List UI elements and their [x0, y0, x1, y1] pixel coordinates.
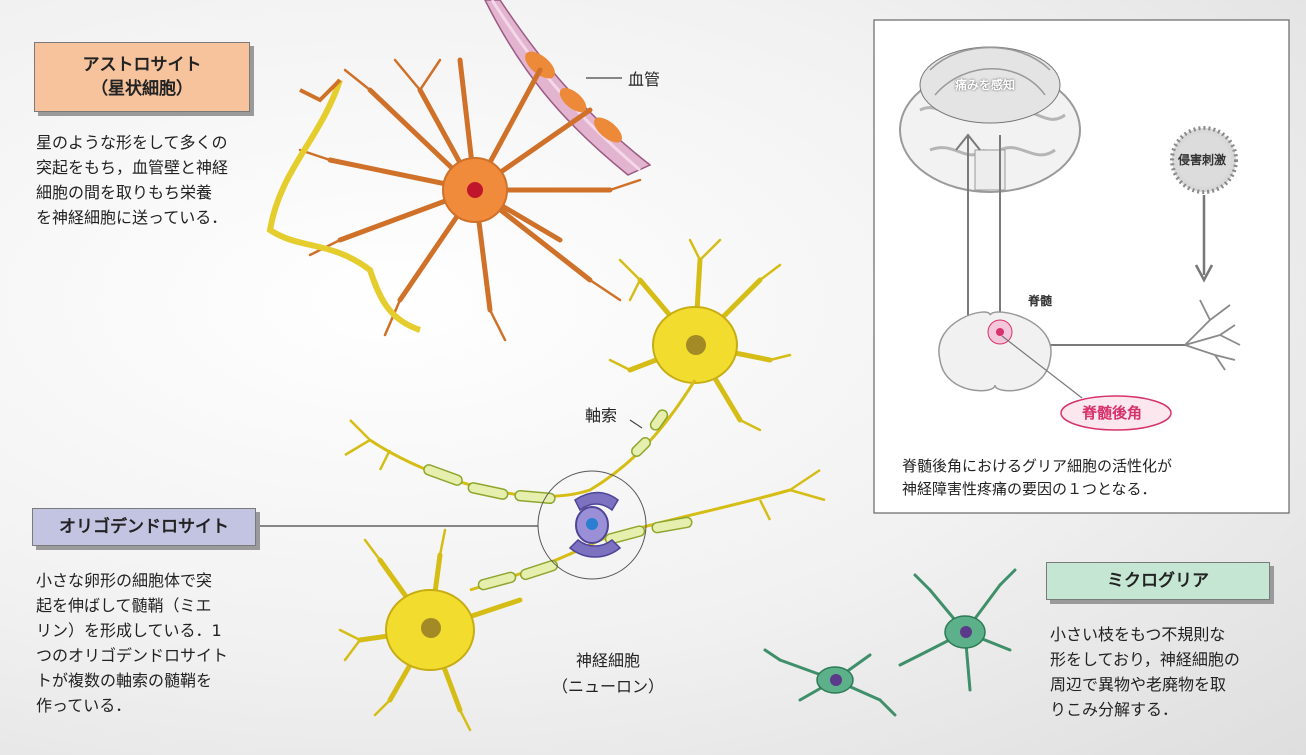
inset-caption-line: 神経障害性疼痛の要因の１つとなる．: [902, 478, 1172, 501]
noxious-stimulus-label: 侵害刺激: [1178, 151, 1226, 168]
oligo-desc-line: リン）を形成している．1: [36, 618, 228, 643]
oligo-desc-line: 小さな卵形の細胞体で突: [36, 568, 228, 593]
oligodendrocyte-description: 小さな卵形の細胞体で突 起を伸ばして髄鞘（ミエ リン）を形成している．1 つのオ…: [36, 568, 228, 718]
axon-leader-line: [630, 420, 642, 428]
oligo-desc-line: トが複数の軸索の髄鞘を: [36, 668, 228, 693]
astrocyte-desc-line: 突起をもち，血管壁と神経: [36, 155, 228, 180]
microglia-description: 小さい枝をもつ不規則な 形をしており，神経細胞の 周辺で異物や老廃物を取 りこみ…: [1050, 622, 1240, 722]
axon-label: 軸索: [585, 402, 617, 426]
astrocyte-desc-line: 星のような形をして多くの: [36, 130, 228, 155]
microglia-desc-line: りこみ分解する．: [1050, 697, 1240, 722]
oligo-desc-line: つのオリゴデンドロサイト: [36, 643, 228, 668]
astrocyte-title: アストロサイト: [83, 53, 202, 77]
spinal-cord-illustration: [939, 312, 1051, 391]
astrocyte-label-box: アストロサイト （星状細胞）: [34, 42, 250, 112]
astrocyte-subtitle: （星状細胞）: [91, 77, 193, 101]
neuron-label-line: （ニューロン）: [548, 674, 668, 700]
blood-vessel: [485, 0, 650, 175]
oligodendrocyte-label-box: オリゴデンドロサイト: [32, 508, 256, 546]
astrocyte-desc-line: 細胞の間を取りもち栄養: [36, 180, 228, 205]
microglia-desc-line: 周辺で異物や老廃物を取: [1050, 672, 1240, 697]
blood-vessel-label: 血管: [628, 66, 660, 90]
microglia-desc-line: 形をしており，神経細胞の: [1050, 647, 1240, 672]
oligodendrocyte-title: オリゴデンドロサイト: [59, 515, 229, 539]
microglia-title: ミクログリア: [1107, 569, 1209, 593]
inset-caption-line: 脊髄後角におけるグリア細胞の活性化が: [902, 455, 1172, 478]
microglia-desc-line: 小さい枝をもつ不規則な: [1050, 622, 1240, 647]
axon-upper: [345, 380, 695, 504]
astrocyte-description: 星のような形をして多くの 突起をもち，血管壁と神経 細胞の間を取りもち栄養 を神…: [36, 130, 228, 230]
neuron-label: 神経細胞 （ニューロン）: [548, 648, 668, 700]
oligo-desc-line: 作っている．: [36, 693, 228, 718]
spinal-cord-label: 脊髄: [1028, 292, 1052, 309]
dorsal-horn-label: 脊髄後角: [1082, 402, 1142, 423]
astrocyte-nucleus: [467, 182, 483, 198]
microglia-cells: [765, 570, 1015, 715]
microglia-label-box: ミクログリア: [1046, 562, 1270, 600]
neuron-bottom: [340, 530, 520, 730]
pain-perception-label: 痛みを感知: [955, 76, 1015, 93]
inset-caption: 脊髄後角におけるグリア細胞の活性化が 神経障害性疼痛の要因の１つとなる．: [902, 455, 1172, 501]
brain-illustration: [900, 47, 1080, 192]
axon-lower: [470, 470, 825, 591]
astrocyte-desc-line: を神経細胞に送っている．: [36, 205, 228, 230]
neuron-label-line: 神経細胞: [548, 648, 668, 674]
oligo-desc-line: 起を伸ばして髄鞘（ミエ: [36, 593, 228, 618]
neuron-top: [610, 240, 790, 430]
